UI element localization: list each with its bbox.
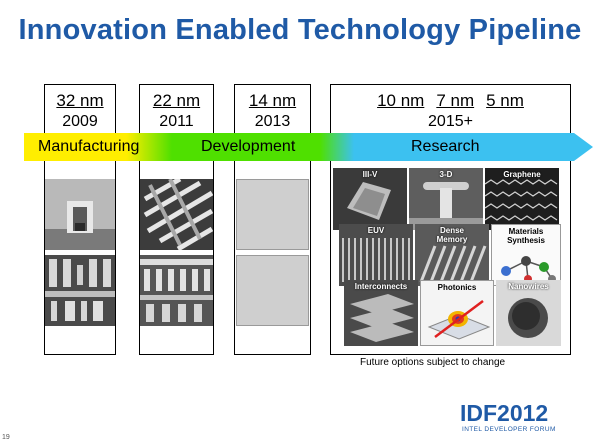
idf-logo: IDF2012 xyxy=(460,400,549,426)
trigate-image-22nm xyxy=(140,179,213,250)
idf-logo-subtitle: INTEL DEVELOPER FORUM xyxy=(462,426,556,433)
tile-label: Photonics xyxy=(437,283,477,292)
tile-label: EUV xyxy=(367,226,385,235)
circuit-image-32nm xyxy=(45,255,115,326)
year-label: 2011 xyxy=(159,113,194,130)
tile-materials-synthesis: Materials Synthesis xyxy=(491,224,561,286)
footnote: Future options subject to change xyxy=(360,357,506,368)
tile-label: Dense Memory xyxy=(436,226,468,244)
tile-label: Nanowires xyxy=(508,282,549,291)
tile-label: Materials Synthesis xyxy=(507,227,545,245)
tile-label: Interconnects xyxy=(354,282,408,291)
tile-label: 3-D xyxy=(439,170,453,179)
node-label: 32 nm xyxy=(56,91,104,110)
tile-photonics: Photonics xyxy=(420,280,494,346)
tile-euv: EUV xyxy=(339,224,413,286)
research-nodes: 10 nm 7 nm 5 nm xyxy=(331,91,570,111)
tile-label: Graphene xyxy=(503,170,541,179)
tile-graphene: Graphene xyxy=(485,168,559,230)
arrow-shape xyxy=(24,133,593,161)
node-label: 10 nm xyxy=(377,91,425,110)
tile-nanowires: Nanowires xyxy=(496,280,561,346)
phase-arrow xyxy=(24,133,593,161)
transistor-image-32nm xyxy=(45,179,115,250)
phase-research: Research xyxy=(411,138,480,155)
year-label: 2013 xyxy=(254,113,291,130)
phase-development: Development xyxy=(201,138,296,155)
node-label: 7 nm xyxy=(436,91,475,110)
circuit-image-22nm xyxy=(140,255,213,326)
tile-dense-memory: Dense Memory xyxy=(415,224,489,286)
placeholder-image-14nm-top xyxy=(236,179,309,250)
tile-iii-v: III-V xyxy=(333,168,407,230)
placeholder-image-14nm-bottom xyxy=(236,255,309,326)
node-label: 22 nm xyxy=(152,91,201,110)
tile-label: III-V xyxy=(362,170,378,179)
phase-manufacturing: Manufacturing xyxy=(38,138,140,155)
slide-title: Innovation Enabled Technology Pipeline xyxy=(18,14,582,46)
node-label: 5 nm xyxy=(486,91,524,110)
node-label: 14 nm xyxy=(248,91,297,110)
tile-interconnects: Interconnects xyxy=(344,280,418,346)
year-label: 2009 xyxy=(62,113,98,130)
tile-3d: 3-D xyxy=(409,168,483,230)
page-number: 19 xyxy=(2,434,10,441)
year-label: 2015+ xyxy=(428,113,473,130)
